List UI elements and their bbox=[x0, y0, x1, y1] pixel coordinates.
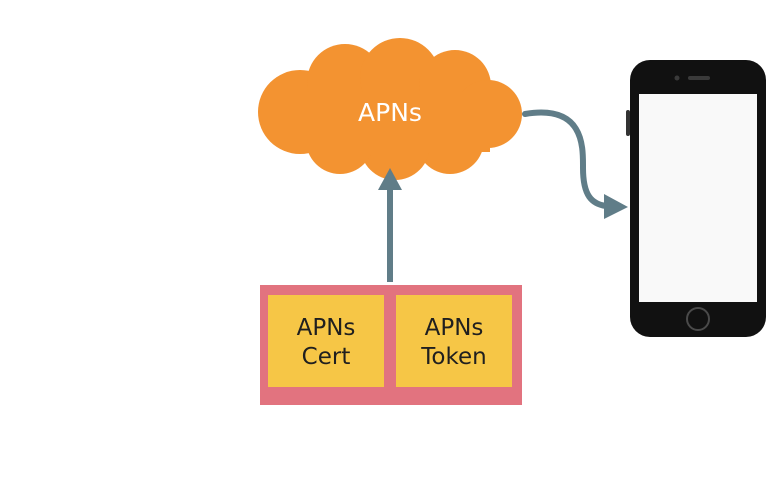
phone-screen bbox=[639, 94, 757, 302]
arrow-apns-to-device bbox=[522, 109, 628, 219]
cloud-shape bbox=[258, 38, 522, 180]
arrow-credentials-to-apns bbox=[378, 168, 402, 282]
phone-side-button bbox=[626, 110, 630, 136]
apns-cert-box: APNs Cert bbox=[268, 295, 384, 387]
phone-camera bbox=[674, 75, 680, 81]
apns-cloud: APNs bbox=[258, 38, 522, 180]
credentials-container: APNs Cert APNs Token bbox=[260, 285, 522, 405]
apns-token-line1: APNs bbox=[425, 315, 484, 341]
apns-token-box: APNs Token bbox=[396, 295, 512, 387]
apns-cert-line2: Cert bbox=[302, 344, 351, 370]
apns-cert-line1: APNs bbox=[297, 315, 356, 341]
apns-token-line2: Token bbox=[420, 344, 486, 370]
phone-speaker bbox=[688, 76, 710, 80]
cloud-label: APNs bbox=[358, 98, 422, 127]
smartphone bbox=[626, 60, 766, 337]
phone-home-button bbox=[686, 307, 710, 331]
